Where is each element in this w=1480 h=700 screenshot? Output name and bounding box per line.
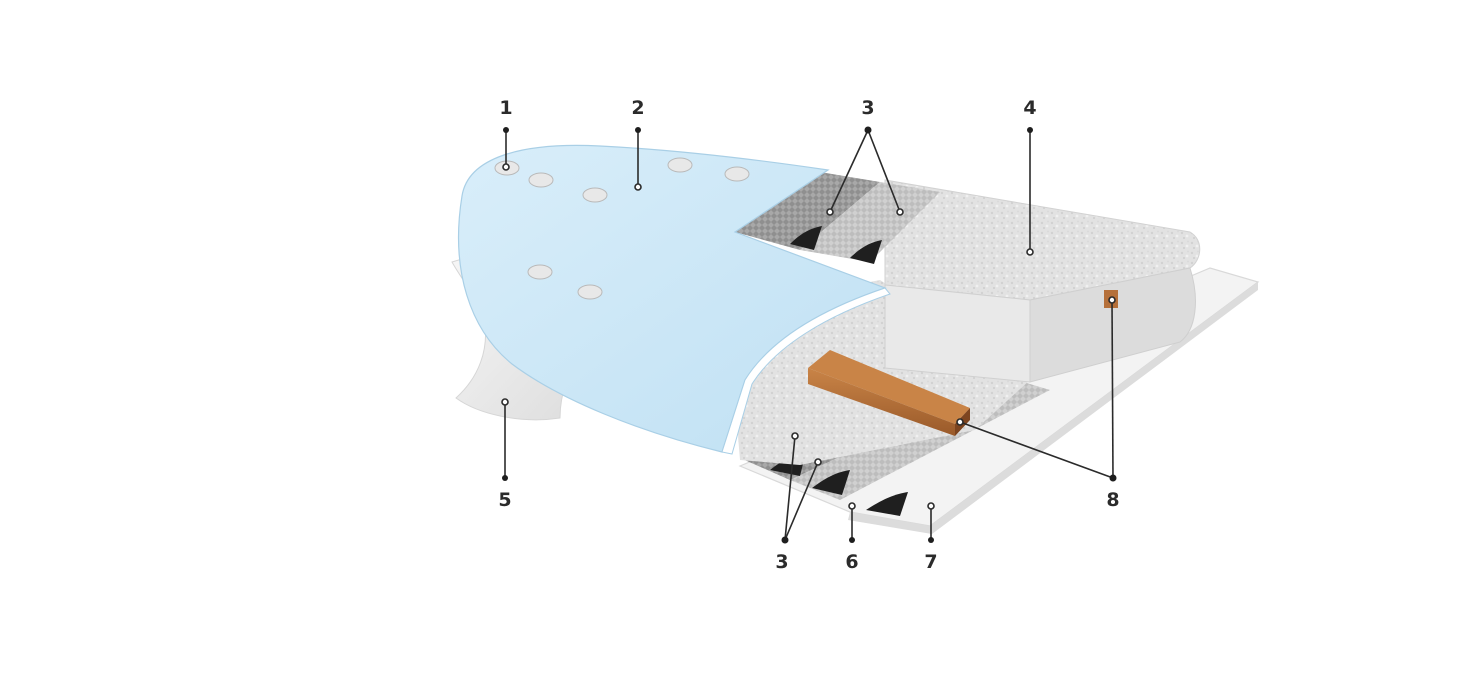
fin-plug <box>667 157 693 173</box>
bottom-fiberglass-fold-2 <box>812 470 850 495</box>
dot-2-end <box>634 183 642 191</box>
fin-plug <box>528 172 554 188</box>
callout-1: 1 <box>499 97 512 119</box>
leader-8-a <box>959 421 1114 479</box>
dot-3-bottom-b <box>814 458 822 466</box>
top-fiberglass-fold-1 <box>790 226 822 250</box>
leader-3-bottom-a <box>784 435 796 541</box>
callout-4: 4 <box>1023 97 1036 119</box>
leader-3-top-b <box>867 129 901 213</box>
top-fiberglass-strip-2 <box>800 182 940 262</box>
leader-8-b <box>1111 299 1114 479</box>
callout-3-top: 3 <box>861 97 874 119</box>
dot-7-end <box>928 537 934 543</box>
dot-8-a <box>956 418 964 426</box>
dot-2-start <box>635 127 641 133</box>
callout-8: 8 <box>1106 489 1119 511</box>
leader-lines <box>504 129 1114 541</box>
dot-3-top-a <box>826 208 834 216</box>
dot-8-start <box>1109 474 1117 482</box>
dot-1-start <box>503 127 509 133</box>
leader-3-top-a <box>829 129 869 213</box>
dot-3-top-start <box>864 126 872 134</box>
stringer-top <box>808 350 970 424</box>
callout-5: 5 <box>498 489 511 511</box>
deck-skin-cut-edge <box>721 287 891 455</box>
dot-6-end <box>849 537 855 543</box>
dot-3-top-b <box>896 208 904 216</box>
leader-dots <box>501 126 1117 544</box>
top-fiberglass-strip-1 <box>735 172 880 250</box>
dot-7-start <box>927 502 935 510</box>
dot-4-end <box>1026 248 1034 256</box>
callout-2: 2 <box>631 97 644 119</box>
bottom-skin-fold <box>866 492 908 516</box>
dot-4-start <box>1027 127 1033 133</box>
fin-plug <box>724 166 750 182</box>
foam-core-front <box>884 284 1031 383</box>
stringer-front <box>808 368 955 436</box>
dot-3-bottom-start <box>781 536 789 544</box>
fin-plugs <box>494 157 750 300</box>
fin-plug <box>582 187 608 203</box>
top-fiberglass-fold-2 <box>850 240 882 264</box>
dot-6-start <box>848 502 856 510</box>
dot-5-start <box>501 398 509 406</box>
callout-6: 6 <box>845 551 858 573</box>
callout-7: 7 <box>924 551 937 573</box>
callout-3-bottom: 3 <box>775 551 788 573</box>
dot-3-bottom-a <box>791 432 799 440</box>
fin-plug <box>527 264 553 280</box>
leader-3-bottom-b <box>784 461 819 541</box>
dot-5-end <box>502 475 508 481</box>
dot-1-end <box>502 163 510 171</box>
fin-plug <box>577 284 603 300</box>
dot-8-b <box>1108 296 1116 304</box>
